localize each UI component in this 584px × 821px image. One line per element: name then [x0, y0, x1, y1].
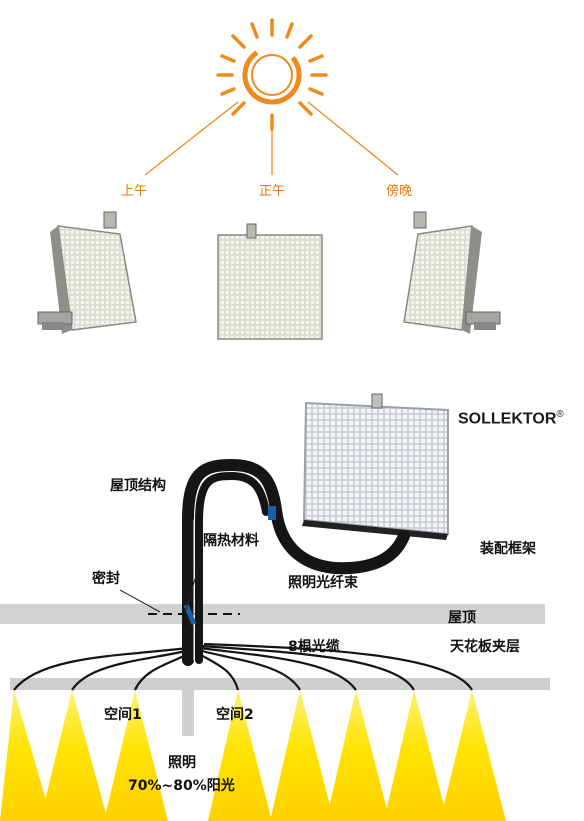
solar-collector-icon	[37, 211, 137, 334]
solar-collector-icon	[302, 393, 449, 540]
ceiling-beam	[10, 678, 550, 690]
label-fiber-bundle: 照明光纤束	[288, 575, 358, 591]
label-roof-structure: 屋顶结构	[110, 478, 166, 494]
label-space-1: 空间1	[104, 707, 142, 723]
solar-collector-icon	[217, 223, 323, 340]
label-lighting: 照明	[168, 755, 196, 771]
label-seal: 密封	[92, 571, 120, 587]
ceiling-post	[182, 690, 194, 736]
label-sunlight-pct: 70%~80%阳光	[128, 778, 235, 794]
time-noon: 正午	[259, 184, 286, 199]
solar-collector-icon	[403, 211, 501, 334]
label-roof: 屋顶	[448, 610, 476, 626]
time-evening: 傍晚	[386, 184, 413, 199]
brand-mark: ®	[556, 409, 564, 420]
seal-mark	[183, 604, 197, 625]
light-beams	[0, 690, 506, 821]
roof-slab	[0, 604, 545, 624]
sun-icon	[144, 18, 399, 176]
brand-logo: SOLLEKTOR®	[458, 409, 564, 428]
time-morning: 上午	[121, 184, 148, 199]
label-space-2: 空间2	[216, 707, 254, 723]
label-mounting-frame: 装配框架	[480, 541, 536, 557]
optic-cables	[13, 642, 473, 691]
label-cables: 8根光缆	[288, 639, 340, 655]
callout-lines	[119, 561, 201, 613]
label-insulation: 隔热材料	[203, 533, 259, 549]
label-ceiling-interlayer: 天花板夹层	[450, 639, 520, 655]
insulation-mark	[268, 506, 276, 520]
brand-name: SOLLEKTOR	[458, 410, 557, 428]
